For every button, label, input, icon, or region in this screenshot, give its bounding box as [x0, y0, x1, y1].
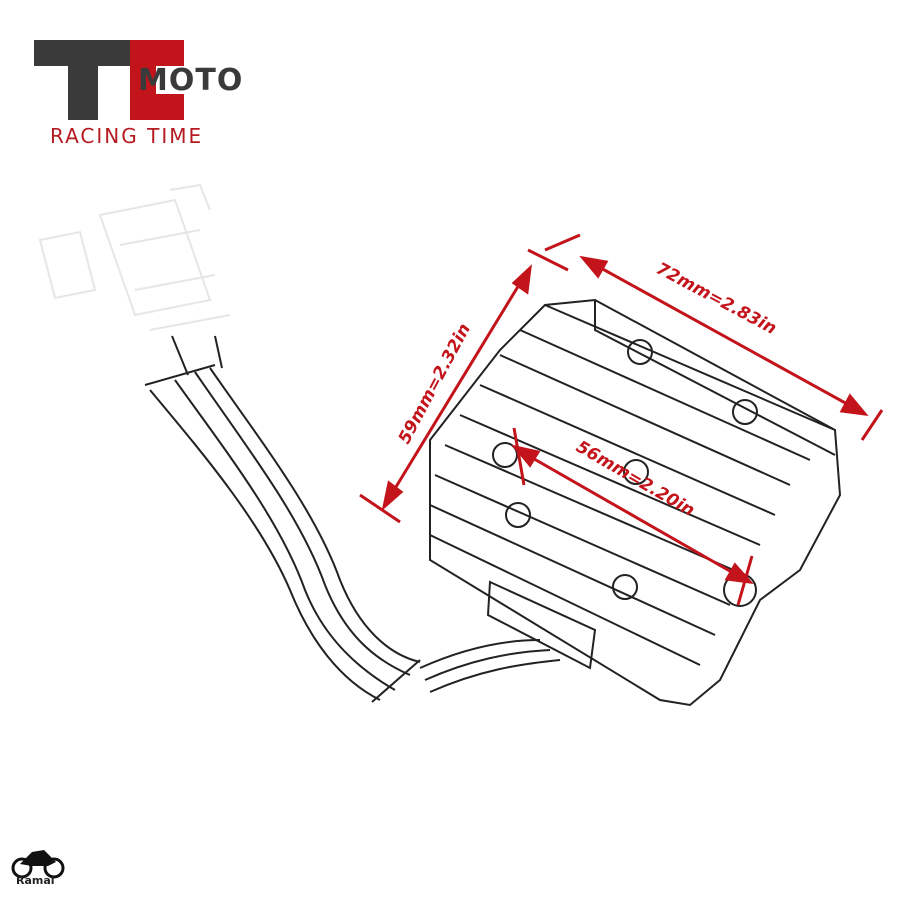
wire-harness	[144, 335, 561, 703]
logo-tagline: RACING TIME	[50, 124, 204, 148]
logo-wordmark: MOTO	[138, 63, 243, 98]
dimension-lines	[359, 233, 884, 606]
motorcycle-icon	[11, 850, 65, 879]
dimension-width-label: 59mm=2.32in	[395, 320, 475, 447]
regulator-body	[429, 298, 842, 707]
footer-brand-label: Ramai	[16, 874, 55, 887]
dimension-length-label: 72mm=2.83in	[653, 259, 780, 339]
brand-logo: MOTO	[34, 40, 243, 120]
connector-plugs	[38, 183, 231, 331]
